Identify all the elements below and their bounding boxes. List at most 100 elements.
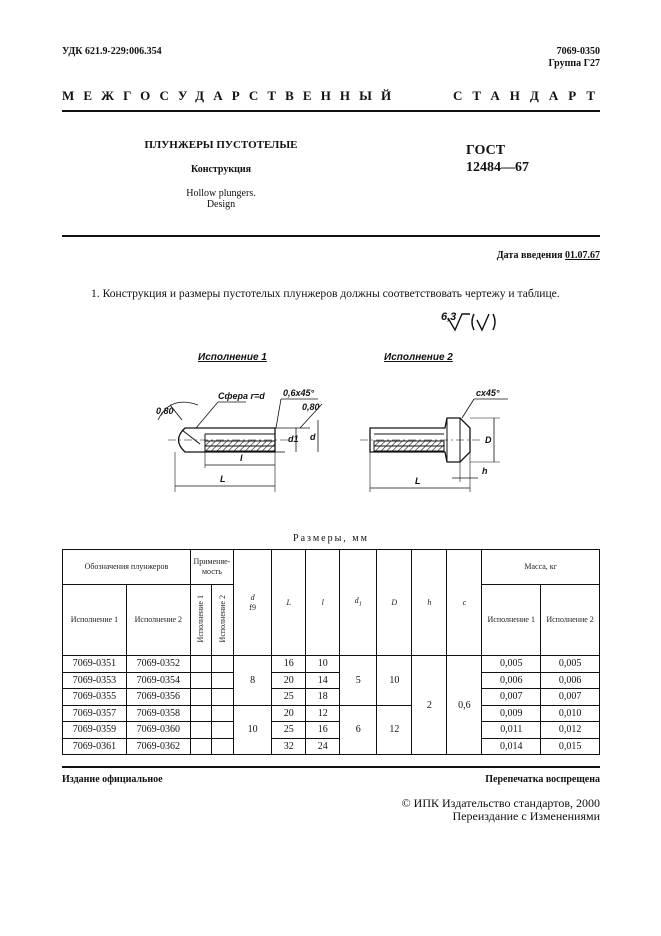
dimensions-table: Обозначения плунжеров Применяе-мость d f… bbox=[62, 549, 600, 755]
th-app-variant2: Исполнение 2 bbox=[211, 584, 235, 656]
th-mass-variant2: Исполнение 2 bbox=[540, 584, 600, 656]
cell-app1 bbox=[189, 688, 213, 706]
standard-title-word2: СТАНДАРТ bbox=[453, 88, 606, 103]
cell-v2: 7069-0362 bbox=[125, 737, 191, 755]
variant2-plunger bbox=[360, 417, 480, 463]
cell-app2 bbox=[211, 688, 235, 706]
cell-h: 2 bbox=[411, 655, 448, 755]
cell-app1 bbox=[189, 655, 213, 673]
th-applicability: Применяе-мость bbox=[189, 549, 235, 585]
cell-app2 bbox=[211, 721, 235, 739]
cell-app2 bbox=[211, 737, 235, 755]
official-edition: Издание официальное bbox=[62, 774, 163, 785]
table-row: 7069-0353 7069-0354 20 14 0,006 0,006 bbox=[62, 671, 600, 689]
th-app-variant1: Исполнение 1 bbox=[189, 584, 213, 656]
table-row: 7069-0351 7069-0352 8 16 10 5 10 2 0,6 0… bbox=[62, 655, 600, 755]
footer-rule bbox=[62, 766, 600, 768]
document-code: 7069-0350 bbox=[556, 46, 600, 57]
dim-d1-label: d1 bbox=[288, 434, 299, 444]
cell-app1 bbox=[189, 704, 213, 722]
udk-code: УДК 621.9-229:006.354 bbox=[62, 46, 162, 57]
reprint-notice: Перепечатка воспрещена bbox=[485, 774, 600, 785]
cell-m2: 0,012 bbox=[540, 721, 600, 739]
th-variant2: Исполнение 2 bbox=[125, 584, 191, 656]
th-app-variant1-label: Исполнение 1 bbox=[196, 594, 206, 643]
roughness-080-label-b: 0,80 bbox=[302, 402, 320, 412]
cell-c: 0,6 bbox=[446, 655, 483, 755]
cell-v1: 7069-0357 bbox=[62, 704, 127, 722]
th-d1-sub: 1 bbox=[358, 600, 362, 608]
cell-m2: 0,005 bbox=[540, 655, 600, 673]
cell-m1: 0,011 bbox=[481, 721, 542, 739]
cell-d1-group1: 5 bbox=[339, 655, 378, 706]
cell-L: 25 bbox=[271, 688, 307, 706]
th-h: h bbox=[411, 549, 448, 656]
cell-L: 25 bbox=[271, 721, 307, 739]
dim-l-label: l bbox=[240, 453, 243, 463]
cell-v2: 7069-0360 bbox=[125, 721, 191, 739]
dim-L2-label: L bbox=[415, 476, 421, 486]
cell-d-group1: 8 bbox=[233, 655, 273, 706]
cell-L: 20 bbox=[271, 671, 307, 689]
roughness-symbol bbox=[447, 313, 470, 332]
variant1-plunger bbox=[168, 427, 310, 453]
th-d1: d1 bbox=[339, 549, 378, 656]
variant2-label: Исполнение 2 bbox=[384, 352, 453, 363]
cell-app2 bbox=[211, 704, 235, 722]
cell-m2: 0,010 bbox=[540, 704, 600, 722]
copyright: © ИПК Издательство стандартов, 2000 bbox=[401, 796, 600, 810]
gost-number: 12484—67 bbox=[466, 160, 529, 175]
dim-d-label: d bbox=[310, 432, 316, 442]
th-variant1: Исполнение 1 bbox=[62, 584, 127, 656]
cell-d1-group2: 6 bbox=[339, 704, 378, 755]
cell-v1: 7069-0359 bbox=[62, 721, 127, 739]
header-rule bbox=[62, 110, 600, 112]
gost-label: ГОСТ bbox=[466, 143, 506, 158]
cell-m1: 0,014 bbox=[481, 737, 542, 755]
cell-l: 24 bbox=[305, 737, 341, 755]
roughness-value: 6,3 bbox=[441, 311, 456, 323]
clause-1: 1. Конструкция и размеры пустотелых плун… bbox=[91, 287, 560, 300]
table-row: 7069-0357 7069-0358 10 20 12 6 12 0,009 … bbox=[62, 704, 600, 755]
cell-D-group2: 12 bbox=[376, 704, 413, 755]
sphere-label: Сфера r=d bbox=[218, 391, 265, 401]
english-title: Hollow plungers. bbox=[186, 188, 256, 199]
plunger-drawing: 6,3 Исполнение 1 Исполнение 2 0,80 Сфера… bbox=[156, 311, 508, 492]
variant1-label: Исполнение 1 bbox=[198, 352, 267, 363]
cell-v1: 7069-0355 bbox=[62, 688, 127, 706]
intro-date-label: Дата введения bbox=[496, 250, 563, 261]
cell-D-group1: 10 bbox=[376, 655, 413, 706]
th-l: l bbox=[305, 549, 341, 656]
dim-L1-label: L bbox=[220, 474, 226, 484]
cell-v2: 7069-0354 bbox=[125, 671, 191, 689]
english-subtitle: Design bbox=[206, 199, 236, 210]
dim-h-label: h bbox=[482, 466, 488, 476]
th-d-tolerance: f9 bbox=[249, 602, 256, 612]
document-group: Группа Г27 bbox=[548, 58, 600, 69]
th-mass-variant1: Исполнение 1 bbox=[481, 584, 542, 656]
chamfer1-label: 0,6х45° bbox=[283, 388, 315, 398]
th-designations: Обозначения плунжеров bbox=[62, 549, 191, 585]
th-L: L bbox=[271, 549, 307, 656]
cell-v1: 7069-0361 bbox=[62, 737, 127, 755]
cell-app1 bbox=[189, 737, 213, 755]
table-row: 7069-0359 7069-0360 25 16 0,011 0,012 bbox=[62, 721, 600, 739]
cell-v2: 7069-0358 bbox=[125, 704, 191, 722]
cell-v1: 7069-0353 bbox=[62, 671, 127, 689]
cell-m2: 0,007 bbox=[540, 688, 600, 706]
table-row: 7069-0361 7069-0362 32 24 0,014 0,015 bbox=[62, 737, 600, 755]
th-D: D bbox=[376, 549, 413, 656]
cell-m1: 0,009 bbox=[481, 704, 542, 722]
document-subtitle: Конструкция bbox=[190, 164, 252, 175]
cell-app1 bbox=[189, 671, 213, 689]
th-d: d f9 bbox=[233, 549, 273, 656]
cell-l: 16 bbox=[305, 721, 341, 739]
cell-app2 bbox=[211, 655, 235, 673]
th-app-variant2-label: Исполнение 2 bbox=[217, 594, 227, 643]
cell-v1: 7069-0351 bbox=[62, 655, 127, 673]
cell-m2: 0,015 bbox=[540, 737, 600, 755]
cell-L: 32 bbox=[271, 737, 307, 755]
cell-m1: 0,005 bbox=[481, 655, 542, 673]
intro-date: Дата введения 01.07.67 bbox=[497, 250, 600, 261]
cell-m2: 0,006 bbox=[540, 671, 600, 689]
